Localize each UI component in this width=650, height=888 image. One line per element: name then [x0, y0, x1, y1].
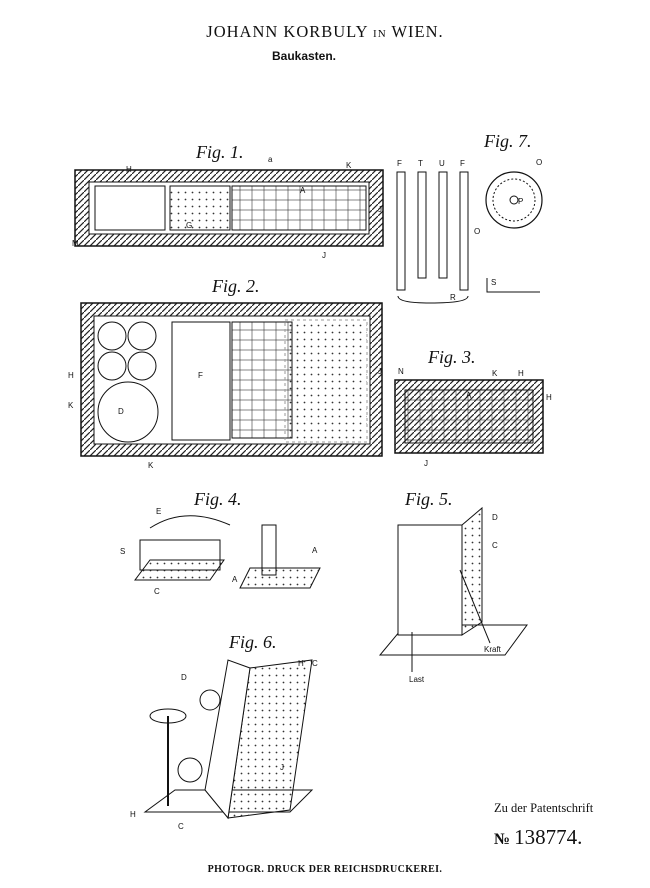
label-g: G [186, 221, 192, 230]
label-c-fig6: C [178, 822, 184, 831]
patent-reference-label: Zu der Patentschrift [494, 801, 593, 816]
label-a-fig3: A [466, 391, 472, 400]
label-s-fig4: S [120, 547, 125, 556]
label-h-fig2: H [68, 371, 74, 380]
fig-7-drawing: F T U F O P O R S [397, 158, 542, 303]
label-o: O [474, 227, 480, 236]
label-m: M [72, 239, 79, 248]
label-u: U [439, 159, 445, 168]
label-f-fig7: F [397, 159, 402, 168]
label-a-upper: A [300, 186, 306, 195]
label-c-fig4: C [154, 587, 160, 596]
label-d-fig6: D [181, 673, 187, 682]
label-h-fig6: H [298, 659, 304, 668]
patent-number-value: 138774. [514, 825, 582, 849]
fig-6-drawing: H C J C H D [130, 659, 318, 831]
label-o-top: O [536, 158, 542, 167]
label-d-fig2: D [118, 407, 124, 416]
label-a: a [268, 155, 273, 164]
label-last: Last [409, 675, 425, 684]
label-k-bottom: K [148, 461, 154, 470]
label-h: H [126, 165, 132, 174]
label-h-fig3: H [518, 369, 524, 378]
fig-2-drawing: H K J K F D [68, 303, 382, 470]
label-s-fig7: S [491, 278, 496, 287]
label-k-fig2: K [68, 401, 74, 410]
patent-number: №138774. [494, 825, 582, 850]
label-j: J [378, 205, 382, 214]
label-p: P [518, 197, 523, 206]
label-f-fig2: F [198, 371, 203, 380]
label-kraft: Kraft [484, 645, 502, 654]
fig-1-drawing: H K a J M J A G [72, 155, 383, 260]
label-a-fig4-right: A [312, 546, 318, 555]
label-c-fig5: C [492, 541, 498, 550]
label-d-fig5: D [492, 513, 498, 522]
label-e-fig4: E [156, 507, 161, 516]
label-k: K [346, 161, 352, 170]
label-c-fig6-top: C [312, 659, 318, 668]
label-h-fig6-left: H [130, 810, 136, 819]
label-j-bottom: J [322, 251, 326, 260]
numero-sign: № [494, 831, 510, 848]
label-n: N [398, 367, 404, 376]
label-a-fig4: A [232, 575, 238, 584]
fig-4-drawing: E C A A S [120, 507, 320, 596]
printer-line: PHOTOGR. DRUCK DER REICHSDRUCKEREI. [0, 864, 650, 875]
label-j-fig3: J [424, 459, 428, 468]
label-t: T [418, 159, 423, 168]
label-j-fig2: J [378, 367, 382, 376]
label-k-fig3: K [492, 369, 498, 378]
fig-3-drawing: N K H H J A [395, 367, 552, 468]
label-j-fig6: J [280, 763, 284, 772]
label-r: R [450, 293, 456, 302]
label-h-fig3-right: H [546, 393, 552, 402]
fig-5-drawing: Last Kraft D C [380, 508, 527, 684]
label-f-fig7-b: F [460, 159, 465, 168]
